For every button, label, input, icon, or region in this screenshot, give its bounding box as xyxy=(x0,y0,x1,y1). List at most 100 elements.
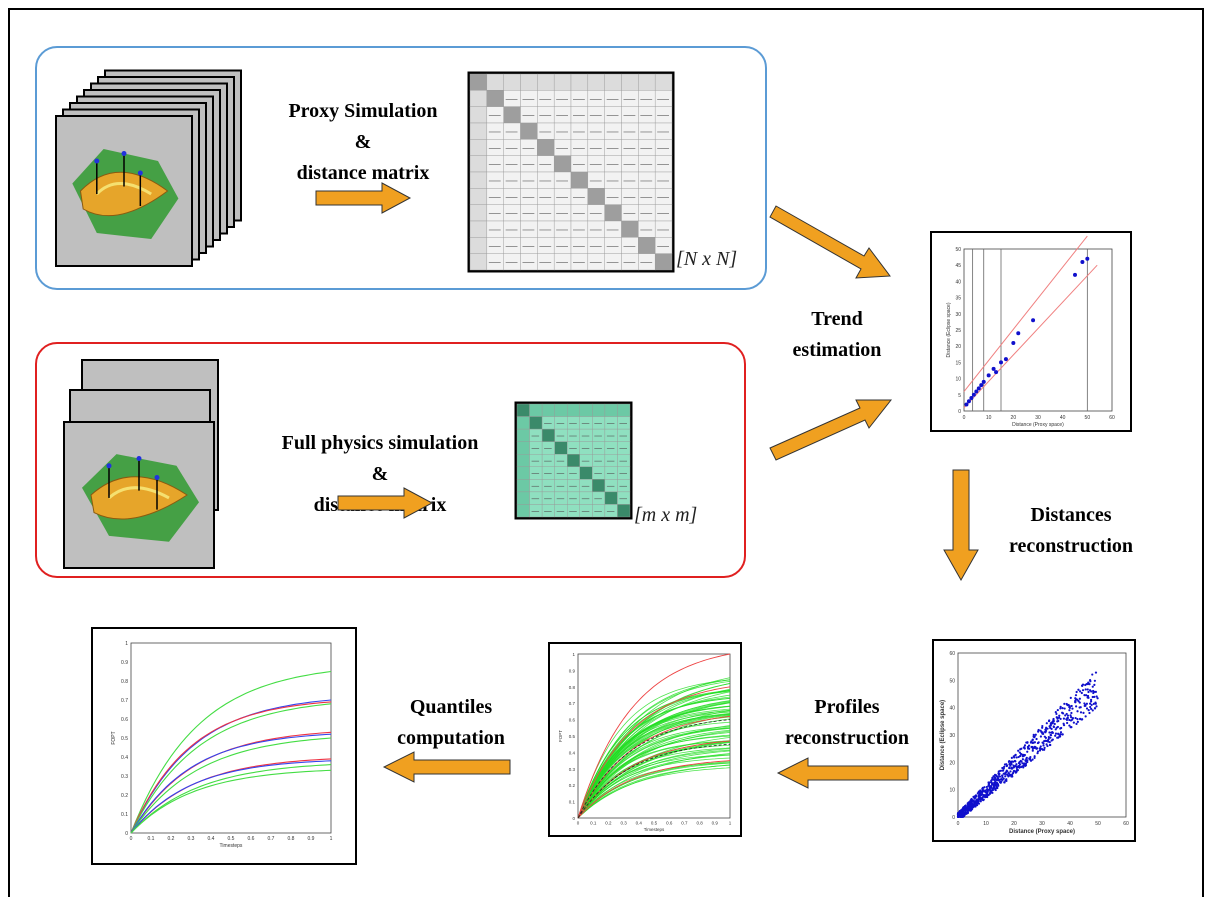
data-point xyxy=(1023,753,1026,757)
arrow-proxy-to-trend xyxy=(769,205,891,279)
data-point xyxy=(1026,750,1029,753)
data-point xyxy=(1026,759,1029,762)
data-point xyxy=(1081,689,1085,692)
data-point xyxy=(1049,726,1052,729)
data-point xyxy=(1045,722,1048,725)
data-point xyxy=(1065,702,1068,706)
data-point xyxy=(1093,683,1096,686)
data-point xyxy=(1056,717,1059,720)
data-point xyxy=(1086,682,1089,686)
data-point xyxy=(981,786,985,789)
data-point xyxy=(1088,711,1091,715)
y-tick-label: 0.2 xyxy=(121,793,128,799)
y-tick-label: 35 xyxy=(955,296,961,302)
y-tick-label: 0.6 xyxy=(569,718,576,723)
x-tick-label: 10 xyxy=(983,821,989,827)
data-point xyxy=(994,780,997,783)
data-point xyxy=(974,795,978,798)
data-point xyxy=(1094,701,1097,704)
y-axis-label: Distance (Eclipse space) xyxy=(946,302,952,357)
data-point xyxy=(977,800,980,804)
data-point xyxy=(1001,769,1005,772)
x-tick-label: 0.6 xyxy=(248,836,255,842)
data-point xyxy=(971,392,976,397)
data-point xyxy=(1003,781,1006,784)
profiles-reconstruction-label: Profiles reconstruction xyxy=(784,696,910,749)
profile-curve xyxy=(577,742,731,819)
data-point xyxy=(1043,748,1046,751)
data-point xyxy=(1044,728,1047,731)
y-tick-label: 40 xyxy=(949,706,955,712)
upper-bound-line xyxy=(963,235,1088,392)
y-tick-label: 0.9 xyxy=(569,668,576,673)
data-point xyxy=(1021,753,1024,756)
data-point xyxy=(960,811,963,815)
data-point xyxy=(1068,718,1071,722)
data-point xyxy=(965,808,968,811)
data-point xyxy=(1062,717,1066,720)
data-point xyxy=(1005,763,1008,766)
y-tick-label: 50 xyxy=(955,247,961,253)
data-point xyxy=(959,809,963,812)
data-point xyxy=(1078,701,1081,704)
data-point xyxy=(1074,716,1077,720)
data-point xyxy=(1080,691,1083,695)
data-point xyxy=(967,804,971,807)
data-point xyxy=(1017,749,1020,752)
y-tick-label: 1 xyxy=(572,652,575,657)
data-point xyxy=(1004,775,1007,778)
data-point xyxy=(975,799,978,803)
data-point xyxy=(1090,707,1093,710)
data-point xyxy=(962,815,965,818)
data-point xyxy=(1024,763,1027,767)
data-point xyxy=(1016,331,1021,336)
data-point xyxy=(1066,721,1069,725)
data-point xyxy=(1083,694,1086,697)
x-tick-label: 0.7 xyxy=(268,836,275,842)
data-point xyxy=(1053,722,1056,726)
data-point xyxy=(1032,741,1035,744)
data-point xyxy=(1036,752,1039,755)
data-point xyxy=(1094,671,1098,674)
data-point xyxy=(1075,705,1078,708)
data-point xyxy=(1018,764,1021,767)
data-point xyxy=(977,802,981,805)
y-tick-label: 0.5 xyxy=(121,736,128,742)
data-point xyxy=(1021,758,1024,761)
arrow-full-to-matrix xyxy=(337,487,434,519)
x-tick-label: 0.2 xyxy=(605,821,612,826)
y-tick-label: 60 xyxy=(949,651,955,657)
profile-curve xyxy=(577,713,731,819)
profile-curve xyxy=(577,686,731,819)
data-point xyxy=(991,791,994,794)
data-point xyxy=(1037,741,1040,744)
profile-curve xyxy=(577,753,731,819)
data-point xyxy=(970,797,973,801)
data-point xyxy=(962,808,966,811)
data-point xyxy=(1023,747,1026,750)
data-point xyxy=(973,797,976,800)
data-point xyxy=(984,789,987,792)
data-point xyxy=(1059,731,1063,734)
data-point xyxy=(1071,707,1074,710)
outer-frame xyxy=(8,8,1204,897)
data-point xyxy=(1041,731,1044,734)
profile-curve xyxy=(577,705,731,819)
data-point xyxy=(990,782,994,785)
arrow-proxy-to-matrix xyxy=(315,182,412,214)
profile-curve xyxy=(577,743,731,819)
data-point xyxy=(1005,773,1009,776)
y-axis-label: FOPT xyxy=(558,730,563,742)
data-point xyxy=(1005,764,1008,768)
data-point xyxy=(1070,704,1073,708)
data-point xyxy=(1083,704,1086,707)
data-point xyxy=(1021,765,1024,768)
lower-bound-line xyxy=(963,264,1098,409)
data-point xyxy=(1020,747,1023,750)
data-point xyxy=(968,802,972,805)
data-point xyxy=(1088,683,1091,686)
data-point xyxy=(1043,746,1046,749)
data-point xyxy=(1076,720,1079,723)
data-point xyxy=(1057,732,1060,736)
